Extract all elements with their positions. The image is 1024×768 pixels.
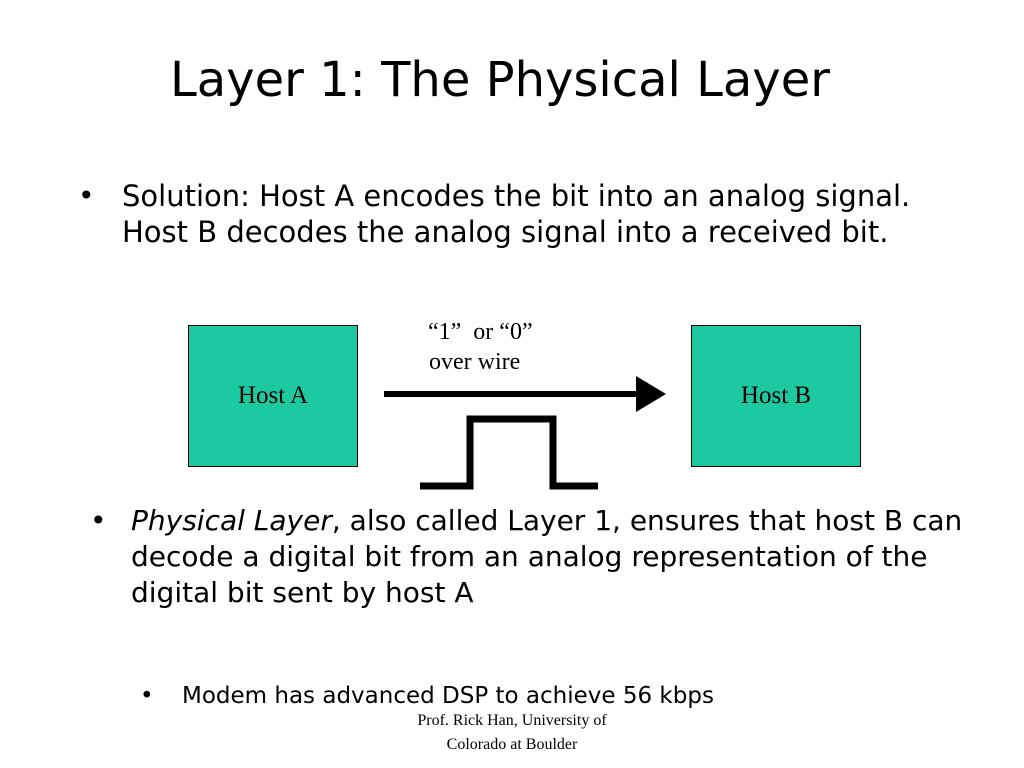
footer-line-2: Colorado at Boulder xyxy=(446,736,578,753)
host-a-label: Host A xyxy=(237,382,309,409)
wire-arrow-head xyxy=(636,376,666,412)
footer-line-1: Prof. Rick Han, University of xyxy=(417,712,607,729)
host-b-label: Host B xyxy=(740,382,812,409)
wire-label: “1” or “0” over wire xyxy=(400,317,620,377)
slide-footer: Prof. Rick Han, University of Colorado a… xyxy=(380,709,644,757)
host-b-box: Host B xyxy=(691,325,861,467)
bullet-solution: Solution: Host A encodes the bit into an… xyxy=(122,179,911,249)
physical-layer-description: , also called Layer 1, ensures that host… xyxy=(131,504,963,609)
host-a-box: Host A xyxy=(188,325,358,467)
physical-layer-term: Physical Layer xyxy=(131,504,332,537)
square-pulse-waveform xyxy=(420,415,598,490)
slide-title: Layer 1: The Physical Layer xyxy=(170,52,830,108)
bullet-physical-layer: Physical Layer, also called Layer 1, ens… xyxy=(131,503,971,611)
bullet-marker: • xyxy=(78,179,95,212)
wire-label-over-wire: over wire xyxy=(429,349,521,375)
sub-bullet-marker: • xyxy=(140,683,154,709)
wire-label-bit-values: “1” or “0” xyxy=(428,319,533,345)
bullet-marker: • xyxy=(90,504,107,537)
sub-bullet-modem: Modem has advanced DSP to achieve 56 kbp… xyxy=(182,683,714,709)
